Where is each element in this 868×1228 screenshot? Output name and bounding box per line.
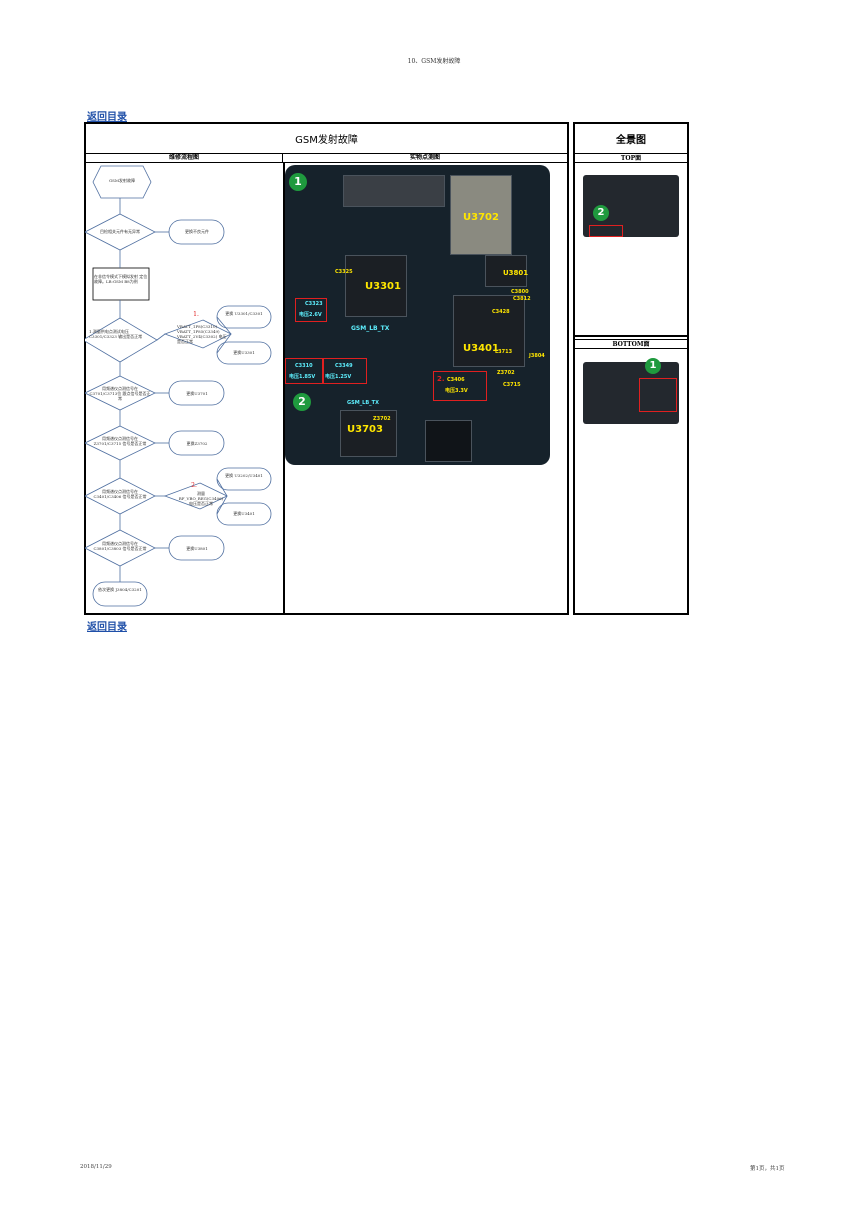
label-c3406: C3406 [447,377,465,383]
callout-c3349 [323,358,367,384]
end-terminal [92,581,148,607]
callout-c3323 [295,298,327,322]
value-c3323: 电压2.6V [299,312,322,318]
label-c3800: C3800 [511,289,529,295]
label-u3401: U3401 [463,343,499,354]
divider [86,153,567,154]
flow-start: GSM发射故障 [108,178,136,183]
flow-q3: 用频谱仪点测信号在 C3701/C3713位 跟点信号是否正常 [89,386,151,401]
callout-c3310 [285,358,323,384]
flow-q6: 用频谱仪点测信号在 C3801/C3803 信号是否正常 [93,541,147,551]
flow-q1: 目检相关元件有无异常 [100,229,140,234]
action-5a [216,467,272,491]
label-c3428: C3428 [492,309,510,315]
top-side-photo: 2 [583,175,679,237]
label-c3406-num: 2. [437,375,445,383]
bottom-badge: 1 [645,358,661,374]
top-callout [589,225,623,237]
chip-u3703 [340,410,397,457]
flow-q2: 1.测量供电点测试电压 C3301/C3323 输出是否正常 [89,329,143,339]
overview-title: 全景图 [616,135,646,146]
label-c3812: C3812 [513,296,531,302]
label-z3702: Z3702 [373,416,391,422]
flow-step1: VBATT_1P8(C3310) VBATT_1P85(C3349) VBATT… [177,324,227,344]
decision-2 [85,317,158,363]
flow-a5a: 更换 U3202/U3401 [225,473,263,478]
label-c3325: C3325 [335,269,353,275]
chip-u3301 [345,255,407,317]
label-u3702: U3702 [463,212,499,223]
start-hexagon [92,165,152,199]
bottom-side-photo: 1 [583,358,679,424]
board-test-point-image: 1 2 U3702 U3801 U3301 U3401 U3703 C3325 … [285,165,550,465]
flow-a2a: 更换 U3301/C3301 [225,311,263,316]
top-badge: 2 [593,205,609,221]
flow-end: 依次更换 J3804/C3201 [98,587,142,592]
flow-a1: 更换不良元件 [185,229,209,234]
table-title: GSM发射故障 [295,135,358,146]
label-u3801: U3801 [503,269,529,277]
back-to-index-link-bottom[interactable]: 返回目录 [87,622,127,633]
board-badge-1: 1 [289,173,307,191]
flow-box1: 在非信令模式下模拟发射 定位故障。LB:GSM B8为例 [94,274,148,284]
page-header: 10、GSM发射故障 [407,58,461,65]
sub-decision-2 [163,482,228,510]
shield-u3702 [450,175,512,255]
board-badge-2: 2 [293,393,311,411]
footer-date: 2018/11/29 [80,1164,112,1170]
flow-a2b: 更换U3301 [233,350,255,355]
flow-a6: 更换U3801 [186,546,208,551]
label-c3715: C3715 [503,382,521,388]
callout-c3406 [433,371,487,401]
value-c3310: 电压1.85V [289,374,316,380]
bottom-callout [639,378,677,412]
col-points-header: 实物点测图 [283,153,567,163]
label-c3349: C3349 [335,363,353,369]
label-u3703: U3703 [347,424,383,435]
value-c3406: 电压3.3V [445,388,468,394]
flow-q5: 用频谱仪点测信号在 C3401/C3406 信号是否正常 [93,489,147,499]
flow-a4: 更换Z3702 [186,441,208,446]
chip-u3401 [453,295,525,367]
flow-step2: 测量 RF_VBO_REG(C3406) 电压是否正常 [178,491,224,506]
flowchart-shapes [85,165,272,607]
divider [283,163,285,615]
col-flow-header: 维修流程图 [86,153,283,163]
label-gsm-lb-tx: GSM_LB_TX [351,325,390,332]
sub-decision-1 [163,319,232,349]
chip-area [425,420,472,462]
flow-a3: 更换U3701 [186,391,208,396]
label-c3323: C3323 [305,301,323,307]
top-side-label: TOP面 [575,153,687,163]
label-c3310: C3310 [295,363,313,369]
process-box [92,267,150,301]
chip-u3801 [485,255,527,287]
back-to-index-link-top[interactable]: 返回目录 [87,112,127,123]
divider [575,335,687,337]
label-l3713: L3713 [495,349,513,355]
footer-page: 第1页，共1页 [750,1166,785,1172]
flow-a5b: 更换U3401 [233,511,255,516]
label-gsm-lb-tx-2: GSM_LB_TX [347,400,379,406]
flow-q4: 用频谱仪点测信号在 Z3701/C3715 信号是否正常 [93,436,147,446]
flow-step2-num: 2. [191,482,197,489]
repair-flowchart: GSM发射故障 目检相关元件有无异常 更换不良元件 在非信令模式下模拟发射 定位… [85,162,282,613]
bottom-side-label: BOTTOM面 [575,339,687,349]
label-j3804: J3804 [529,353,545,359]
flow-step1-num: 1. [193,311,199,318]
connector [343,175,445,207]
label-z3702b: Z3702 [497,370,515,376]
value-c3349: 电压1.25V [325,374,352,380]
label-u3301: U3301 [365,281,401,292]
